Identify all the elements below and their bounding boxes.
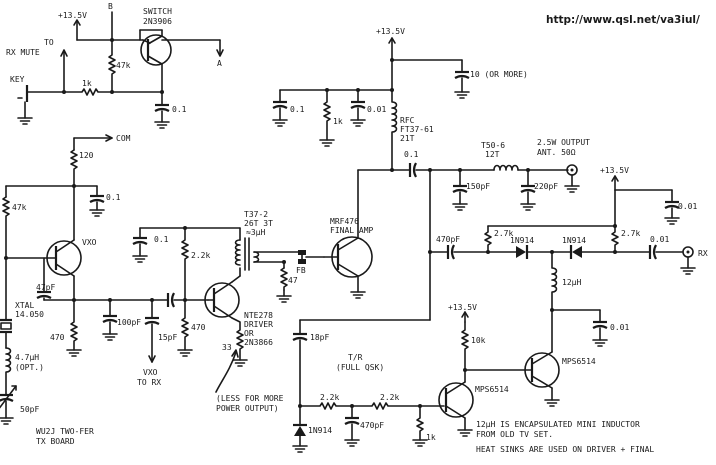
c01-switch-label: 0.1 [172, 105, 187, 114]
rx-mute-label: RX MUTE [6, 48, 40, 57]
xtal-label: XTAL [15, 301, 34, 310]
c220pf-label: 220pF [534, 182, 558, 191]
less-power-label-2: POWER OUTPUT) [216, 404, 279, 413]
c100pf-label: 100pF [117, 318, 141, 327]
diode-b-label: 1N914 [562, 236, 586, 245]
r27k-a-label: 2.7k [494, 229, 513, 238]
diode-a-label: 1N914 [510, 236, 534, 245]
url-text: http://www.qsl.net/va3iul/ [546, 14, 700, 26]
mps6514-right-label: MPS6514 [562, 357, 596, 366]
vxo-to-label: VXO [143, 368, 158, 377]
c01-driver-label: 0.1 [154, 235, 169, 244]
less-power-label-1: (LESS FOR MORE [216, 394, 284, 403]
r470-driver-label: 470 [191, 323, 206, 332]
c001-b-label: 0.01 [650, 235, 669, 244]
l12uh-label: 12µH [562, 278, 581, 287]
antenna-label: ANT. 50Ω [537, 148, 576, 157]
c001-rx-label: 0.01 [678, 202, 697, 211]
c001-final-label: 0.01 [367, 105, 386, 114]
b-terminal-label: B [108, 2, 113, 11]
xtal-freq-label: 14.050 [15, 310, 44, 319]
driver-or-label: OR [244, 329, 254, 338]
t37-inductance-label: ≈3µH [246, 228, 265, 237]
driver-role-label: DRIVER [244, 320, 273, 329]
c18pf-label: 18pF [310, 333, 329, 342]
ferrite-bead-label: FB [296, 266, 306, 275]
to-rx-label: TO RX [137, 378, 161, 387]
vcc-final-label: +13.5V [376, 27, 405, 36]
diode-c-label: 1N914 [308, 426, 332, 435]
c01-final-label: 0.1 [290, 105, 305, 114]
switch-label: SWITCH [143, 7, 172, 16]
to-label: TO [44, 38, 54, 47]
r120-label: 120 [79, 151, 94, 160]
r22k-b-label: 2.2k [380, 393, 399, 402]
c47pf-label: 47pF [36, 283, 55, 292]
vxo-section [0, 134, 209, 425]
a-terminal-label: A [217, 59, 222, 68]
vcc-rx-label: +13.5V [600, 166, 629, 175]
mps6514-left-label: MPS6514 [475, 385, 509, 394]
final-role-label: FINAL AMP [330, 226, 374, 235]
t37-core-label: T37-2 [244, 210, 268, 219]
rx-label: RX [698, 249, 708, 258]
t50-turns-label: 12T [485, 150, 500, 159]
driver-part-label: NTE278 [244, 311, 273, 320]
c001-c-label: 0.01 [610, 323, 629, 332]
com-label: COM [116, 134, 131, 143]
tr-section [291, 251, 474, 453]
c50pf-label: 50pF [20, 405, 39, 414]
board-type-label: TX BOARD [36, 437, 75, 446]
tr-label: T/R [348, 353, 363, 362]
key-label: KEY [10, 75, 25, 84]
c01-vxo-label: 0.1 [106, 193, 121, 202]
r47k-vxo-label: 47k [12, 203, 27, 212]
rx-switch-section [464, 175, 696, 407]
final-amp-section [271, 37, 580, 299]
t37-turns-label: 26T 3T [244, 219, 273, 228]
t50-core-label: T50-6 [481, 141, 505, 150]
driver-section [131, 226, 325, 393]
note-line-3: HEAT SINKS ARE USED ON DRIVER + FINAL [476, 445, 654, 454]
final-part-label: MRF476 [330, 217, 359, 226]
c470pf-label: 470pF [436, 235, 460, 244]
r27k-b-label: 2.7k [621, 229, 640, 238]
driver-alt-label: 2N3866 [244, 338, 273, 347]
opt-label: (OPT.) [15, 363, 44, 372]
switch-transistor-label: 2N3906 [143, 17, 172, 26]
c01-output-label: 0.1 [404, 150, 419, 159]
c15pf-label: 15pF [158, 333, 177, 342]
l47uh-label: 4.7µH [15, 353, 39, 362]
r22k-a-label: 2.2k [320, 393, 339, 402]
r470-vxo-label: 470 [50, 333, 65, 342]
rfc-turns-label: 21T [400, 134, 415, 143]
r22k-driver-label: 2.2k [191, 251, 210, 260]
c10-label: 10 (OR MORE) [470, 70, 528, 79]
vxo-label: VXO [82, 238, 97, 247]
r1k-key-label: 1k [82, 79, 92, 88]
note-line-2: FROM OLD TV SET. [476, 430, 553, 439]
c150pf-label: 150pF [466, 182, 490, 191]
tr-qsk-label: (FULL QSK) [336, 363, 384, 372]
note-line-1: 12µH IS ENCAPSULATED MINI INDUCTOR [476, 420, 640, 429]
rfc-label: RFC [400, 116, 415, 125]
r1k-final-label: 1k [333, 117, 343, 126]
r47-final-label: 47 [288, 276, 298, 285]
r10k-label: 10k [471, 336, 486, 345]
r1k-tr-label: 1k [426, 433, 436, 442]
board-name-label: WU2J TWO-FER [36, 427, 94, 436]
vcc-top-label: +13.5V [58, 11, 87, 20]
r33-label: 33 [222, 343, 232, 352]
output-power-label: 2.5W OUTPUT [537, 138, 590, 147]
r47k-switch-label: 47k [116, 61, 131, 70]
rfc-core-label: FT37-61 [400, 125, 434, 134]
vcc-tr-label: +13.5V [448, 303, 477, 312]
switch-section [17, 11, 224, 129]
c470pf-tr-label: 470pF [360, 421, 384, 430]
